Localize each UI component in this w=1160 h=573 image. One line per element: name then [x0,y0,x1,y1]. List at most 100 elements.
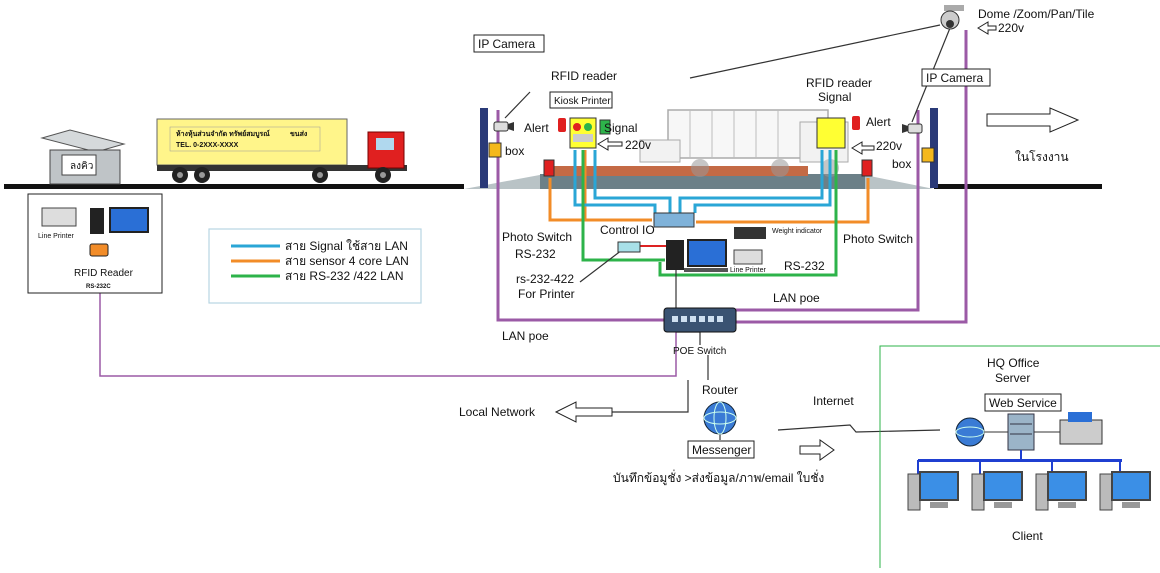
local-network-arrow [554,401,613,423]
client-label: Client [1012,529,1043,543]
legend-item-0: สาย Signal ใช้สาย LAN [285,239,408,253]
line-printer-center-icon [733,249,763,265]
ip-camera-left-label: IP Camera [478,37,535,51]
rfid-reader-box-label: RFID Reader [74,268,134,279]
signal-cables [573,150,832,213]
truck-sign-line1: ห้างหุ้นส่วนจำกัด ทรัพย์สมบูรณ์ [176,129,270,139]
power-left-label: 220v [625,138,651,152]
ip-camera-left: IP Camera box [473,34,545,158]
rs232-left-label: RS-232 [515,247,556,261]
control-io-label: Control IO [600,223,655,237]
power-right-arrow [851,141,875,155]
rfid-reader-left-label: RFID reader [551,69,617,83]
client-computers [907,471,1151,511]
ip-camera-right: IP Camera box [892,68,991,171]
box-right-label: box [892,157,911,171]
signal-left-label: Signal [604,121,637,135]
local-network-label: Local Network [459,405,536,419]
weight-indicator-icon [734,227,766,239]
rs232-right-label: RS-232 [784,259,825,273]
record-text: บันทึกข้อมูชั่ง >ส่งข้อมูล/ภาพ/email ใบช… [613,469,824,486]
rs232c-label: RS-232C [86,284,111,290]
hq-office: HQ Office Server Web Service [879,345,1160,568]
weight-indicator-label: Weight indicator [772,228,823,235]
server-icon [1007,413,1035,451]
router-label: Router [702,383,738,397]
lan-poe-right-label: LAN poe [773,291,820,305]
server-label: Server [995,371,1030,385]
rfid-reader-right-box [816,117,846,149]
queue-booth-label: ลงคิว [70,161,93,172]
web-service-label: Web Service [989,396,1057,410]
globe-icon [703,401,737,435]
legend-item-1: สาย sensor 4 core LAN [285,254,409,268]
poe-cables [496,30,968,324]
ip-camera-right-label: IP Camera [926,71,983,85]
line-printer-left-label: Line Printer [38,233,74,240]
signal-right-label: Signal [818,90,851,104]
rfid-reader-panel: Line Printer RFID Reader RS-232C [27,193,163,294]
factory-label: ในโรงงาน [1015,150,1069,164]
dome-camera: Dome /Zoom/Pan/Tile 220v [940,5,1095,35]
kiosk-printer-label: Kiosk Printer [554,96,611,107]
legend-item-2: สาย RS-232 /422 LAN [285,269,403,283]
trailer [156,118,348,166]
rs422-converter [617,241,641,253]
client-monitor-1 [919,471,959,501]
dome-power-arrow [977,21,997,35]
photo-switch-left-icon [543,159,555,177]
post-left [480,108,488,188]
truck-left: ห้างหุ้นส่วนจำกัด ทรัพย์สมบูรณ์ ขนส่ง TE… [156,118,407,183]
rfid-reader-cable [99,293,677,377]
ground-line-right [934,184,1102,189]
photo-switch-left-label: Photo Switch [502,230,572,244]
box-left-label: box [505,144,524,158]
power-left-arrow [597,137,623,151]
dome-power-label: 220v [998,21,1024,35]
rfid-reader-right-label: RFID reader [806,76,872,90]
client-bus [918,459,1122,462]
dome-camera-label: Dome /Zoom/Pan/Tile [978,7,1095,21]
pc-monitor [687,239,727,267]
box-left-icon [488,142,502,158]
for-printer-label: For Printer [518,287,575,301]
lan-poe-left-label: LAN poe [502,329,549,343]
rfid-reader-left-icon [89,243,109,257]
power-right-label: 220v [876,139,902,153]
line-printer-center-label: Line Printer [730,267,766,274]
photo-switch-right-label: Photo Switch [843,232,913,246]
photo-switch-right-icon [861,159,873,177]
ground-line-left [4,184,464,189]
alert-light-left [558,118,566,132]
sensor-cables [548,150,870,224]
client-monitor-4 [1111,471,1151,501]
internet-label: Internet [813,394,854,408]
pc-left-icon [109,207,149,233]
rs232-cables [581,150,838,277]
signal-light-left [599,119,611,135]
box-right-icon [921,147,935,163]
internet-arrow [799,439,835,461]
client-monitor-3 [1047,471,1087,501]
alert-left-label: Alert [524,121,549,135]
control-io-box [653,212,695,228]
alert-light-right [852,116,860,130]
weighbridge-deck [548,166,808,176]
poe-switch-label: POE Switch [673,346,726,357]
hq-office-label: HQ Office [987,356,1040,370]
queue-booth: ลงคิว [40,129,126,185]
truck-sign-line2: ขนส่ง [290,130,308,138]
messenger-label: Messenger [692,443,751,457]
rs232-422-label: rs-232-422 [516,272,574,286]
hq-globe-icon [955,417,985,447]
factory-arrow [986,107,1080,133]
scale-ramp-left [464,174,545,189]
client-monitor-2 [983,471,1023,501]
hq-printer-icon [1059,419,1103,445]
legend: สาย Signal ใช้สาย LAN สาย sensor 4 core … [208,228,422,304]
pc-tower [666,240,684,270]
kiosk-rfid-box [569,117,597,149]
weighbridge-platform [540,174,865,189]
alert-right-label: Alert [866,115,891,129]
